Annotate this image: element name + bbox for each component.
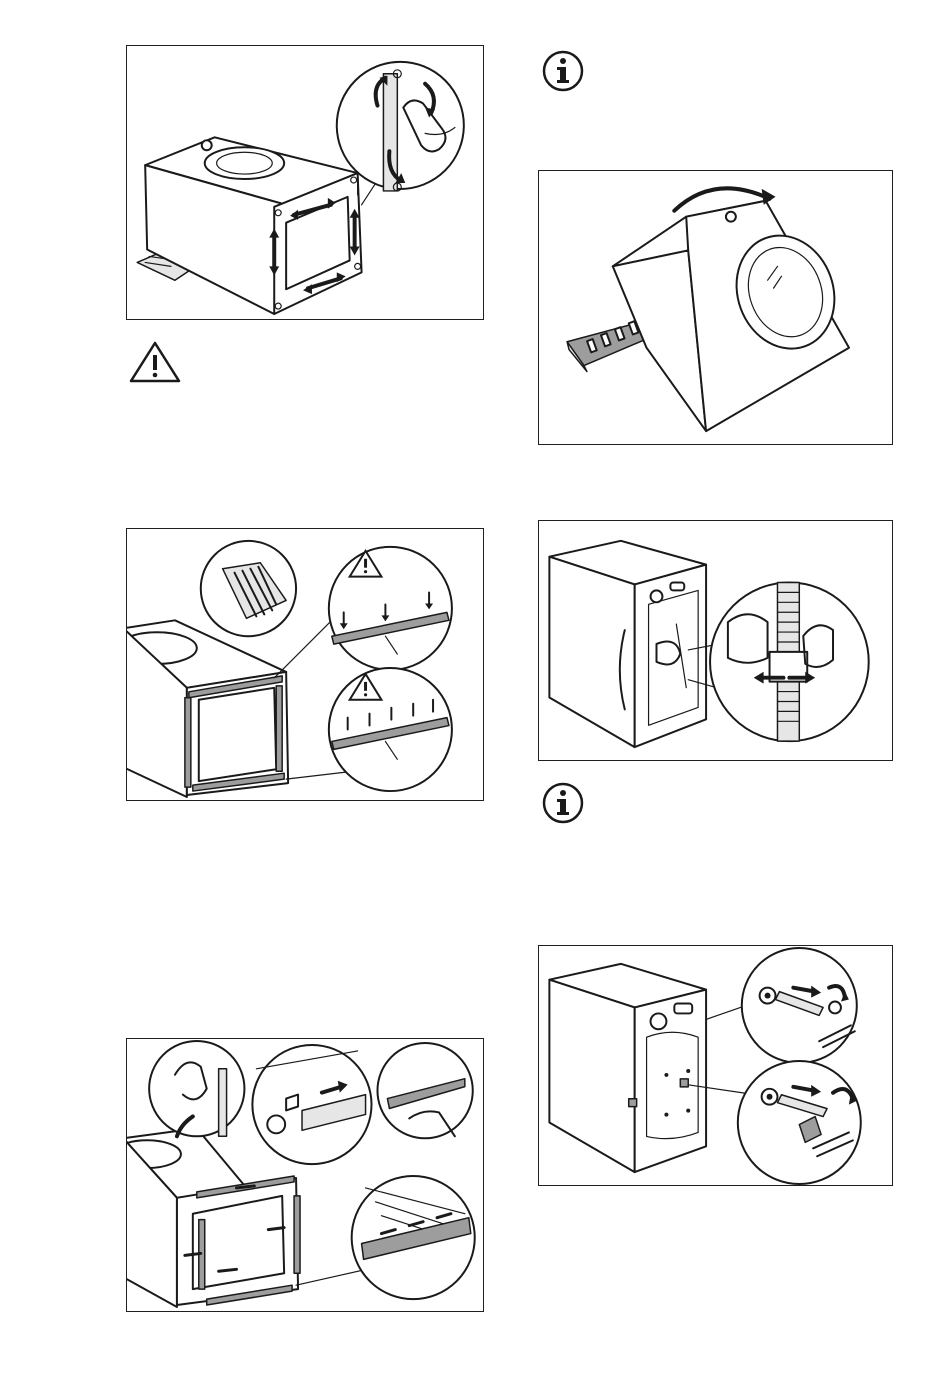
figure-tilt-machine-back [538,170,893,445]
info-icon [542,50,584,92]
info-icon [542,782,584,824]
figure-remove-transit-bolts [538,945,893,1186]
figure-release-hose-clamp [538,520,893,761]
figure-slide-profiles [126,1038,484,1312]
warning-icon [129,341,181,383]
figure-fit-strips-lower-frame [126,528,484,801]
figure-remove-transit-panel [126,45,484,320]
